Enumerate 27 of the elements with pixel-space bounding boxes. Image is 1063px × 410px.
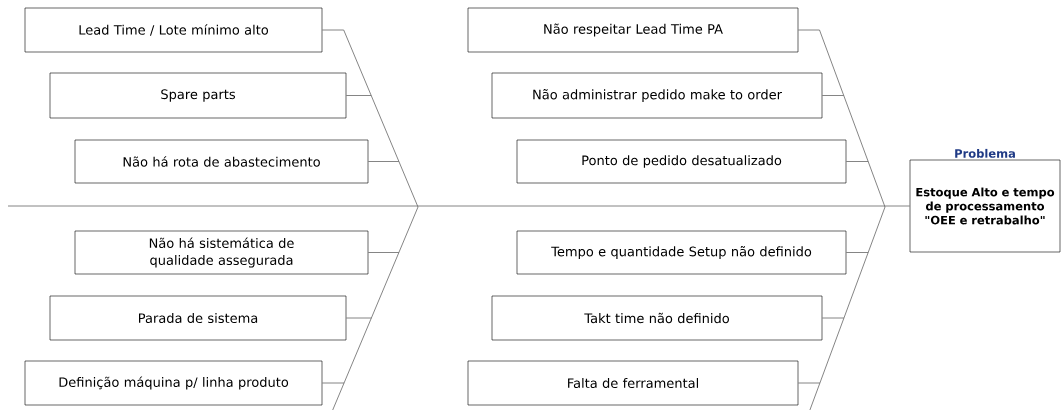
rib-line	[367, 161, 400, 162]
cause-box: Não administrar pedido make to order	[491, 72, 823, 119]
rib-line	[845, 161, 869, 162]
rib-line	[321, 382, 345, 384]
problem-box: Estoque Alto e tempo de processamento "OEE e retrabalho"	[909, 159, 1061, 253]
cause-box: Tempo e quantidade Setup não definido	[516, 230, 847, 275]
cause-box: Spare parts	[49, 72, 347, 119]
rib-line	[797, 382, 821, 384]
cause-box: Ponto de pedido desatualizado	[516, 139, 847, 184]
cause-box: Takt time não definido	[491, 295, 823, 341]
rib-line	[345, 95, 372, 96]
cause-box: Definição máquina p/ linha produto	[24, 360, 323, 406]
spine-line	[7, 205, 911, 207]
rib-line	[367, 252, 400, 253]
rib-line	[821, 317, 845, 319]
rib-line	[345, 317, 372, 319]
cause-box: Falta de ferramental	[467, 360, 799, 406]
rib-line	[321, 29, 345, 31]
cause-box: Lead Time / Lote mínimo alto	[24, 7, 323, 53]
rib-line	[821, 95, 845, 96]
cause-box: Não há sistemática de qualidade assegurada	[74, 230, 369, 275]
rib-line	[845, 252, 869, 253]
cause-box: Não há rota de abastecimento	[74, 139, 369, 184]
rib-line	[797, 29, 820, 31]
cause-box: Parada de sistema	[49, 295, 347, 341]
cause-box: Não respeitar Lead Time PA	[467, 7, 799, 53]
problem-heading: Problema	[955, 148, 1015, 158]
